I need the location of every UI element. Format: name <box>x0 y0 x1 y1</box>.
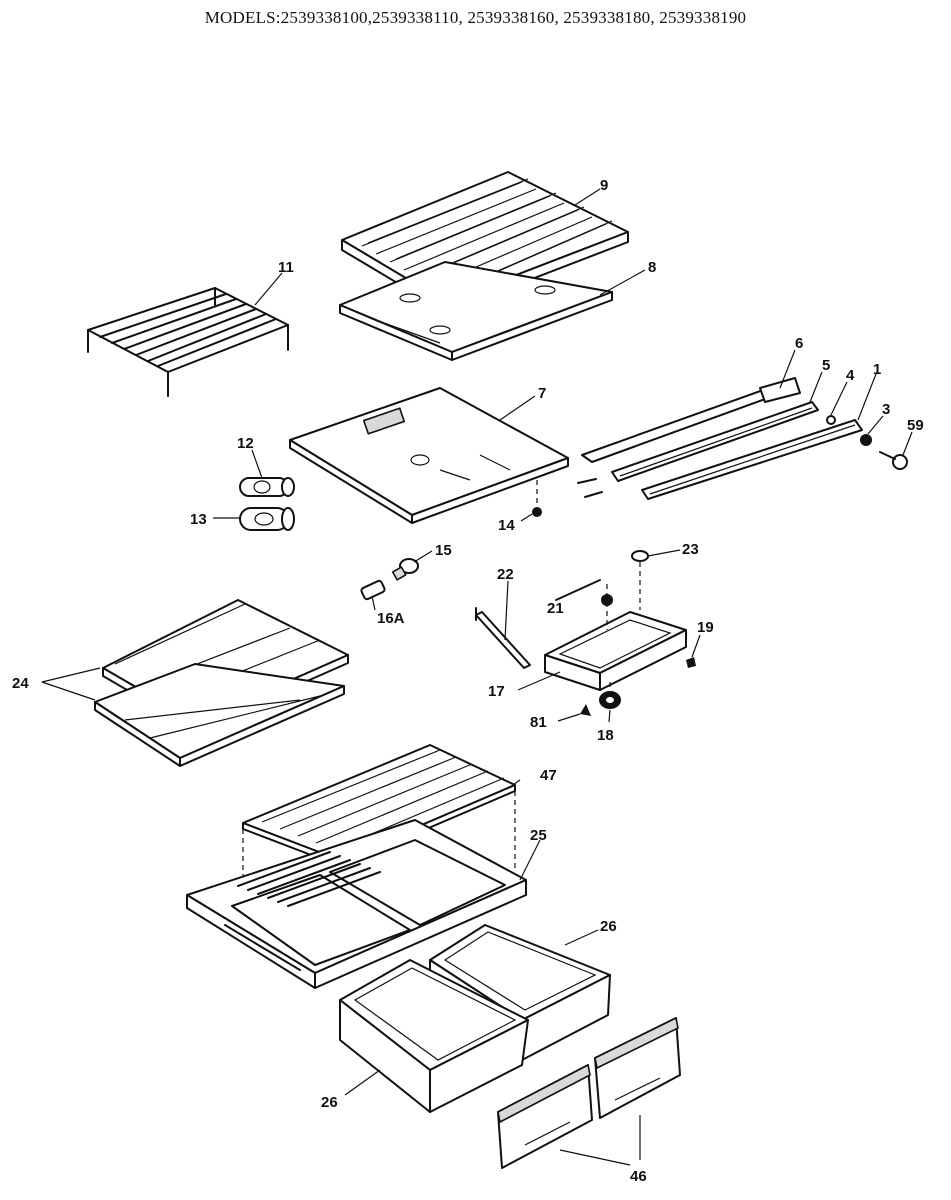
callout-25: 25 <box>530 827 547 844</box>
part-14-fastener <box>532 480 542 517</box>
part-12-cylinder <box>239 477 295 497</box>
part-4-washer <box>826 415 836 425</box>
callout-47: 47 <box>540 767 557 784</box>
part-23-clip <box>631 550 649 610</box>
part-25-crisper-frame <box>186 819 527 989</box>
callout-4: 4 <box>846 367 855 384</box>
part-6-rail <box>581 377 801 463</box>
part-46-drawer-front-left <box>497 1064 593 1169</box>
callout-26-right: 26 <box>600 918 617 935</box>
part-13-cylinder <box>239 507 295 531</box>
part-5-rail <box>611 401 819 482</box>
callout-21: 21 <box>547 600 564 617</box>
callout-labels: 9 8 11 7 6 5 4 1 3 59 12 13 14 15 16A 22… <box>12 177 924 1185</box>
callout-14: 14 <box>498 517 515 534</box>
part-3-nut <box>860 434 872 446</box>
part-19-screw <box>686 657 696 668</box>
part-8-shelf-base <box>339 261 613 361</box>
callout-59: 59 <box>907 417 924 434</box>
page-title: MODELS:2539338100,2539338110, 2539338160… <box>204 8 747 27</box>
callout-19: 19 <box>697 619 714 636</box>
callout-9: 9 <box>600 177 608 194</box>
callout-6: 6 <box>795 335 803 352</box>
part-1-rail <box>641 419 863 500</box>
callout-81: 81 <box>530 714 547 731</box>
part-11-wire-rack <box>87 287 289 397</box>
part-46-drawer-front-right <box>594 1017 681 1119</box>
part-81-screw <box>580 704 591 716</box>
callout-8: 8 <box>648 259 656 276</box>
callout-15: 15 <box>435 542 452 559</box>
callout-3: 3 <box>882 401 890 418</box>
callout-1: 1 <box>873 361 881 378</box>
part-24-glass-shelf-lower <box>94 663 345 767</box>
rail-screws <box>577 478 603 498</box>
part-7-shelf-pan <box>289 387 569 524</box>
callout-17: 17 <box>488 683 505 700</box>
callout-12: 12 <box>237 435 254 452</box>
callout-23: 23 <box>682 541 699 558</box>
part-26-crisper-drawer-left <box>339 959 529 1113</box>
leader-lines <box>41 188 913 1166</box>
part-59-bolt <box>879 451 908 470</box>
callout-22: 22 <box>497 566 514 583</box>
callout-24: 24 <box>12 675 29 692</box>
callout-11: 11 <box>278 259 294 276</box>
part-17-housing <box>544 611 687 691</box>
part-21-nut <box>555 579 613 630</box>
callout-46: 46 <box>630 1168 647 1185</box>
part-16a-socket <box>360 579 386 601</box>
callout-16a: 16A <box>377 610 405 627</box>
callout-5: 5 <box>822 357 830 374</box>
part-22-bracket <box>475 607 531 669</box>
callout-26-left: 26 <box>321 1094 338 1111</box>
callout-7: 7 <box>538 385 546 402</box>
callout-18: 18 <box>597 727 614 744</box>
part-18-grommet <box>599 682 621 709</box>
part-15-bulb <box>391 558 419 581</box>
callout-13: 13 <box>190 511 207 528</box>
